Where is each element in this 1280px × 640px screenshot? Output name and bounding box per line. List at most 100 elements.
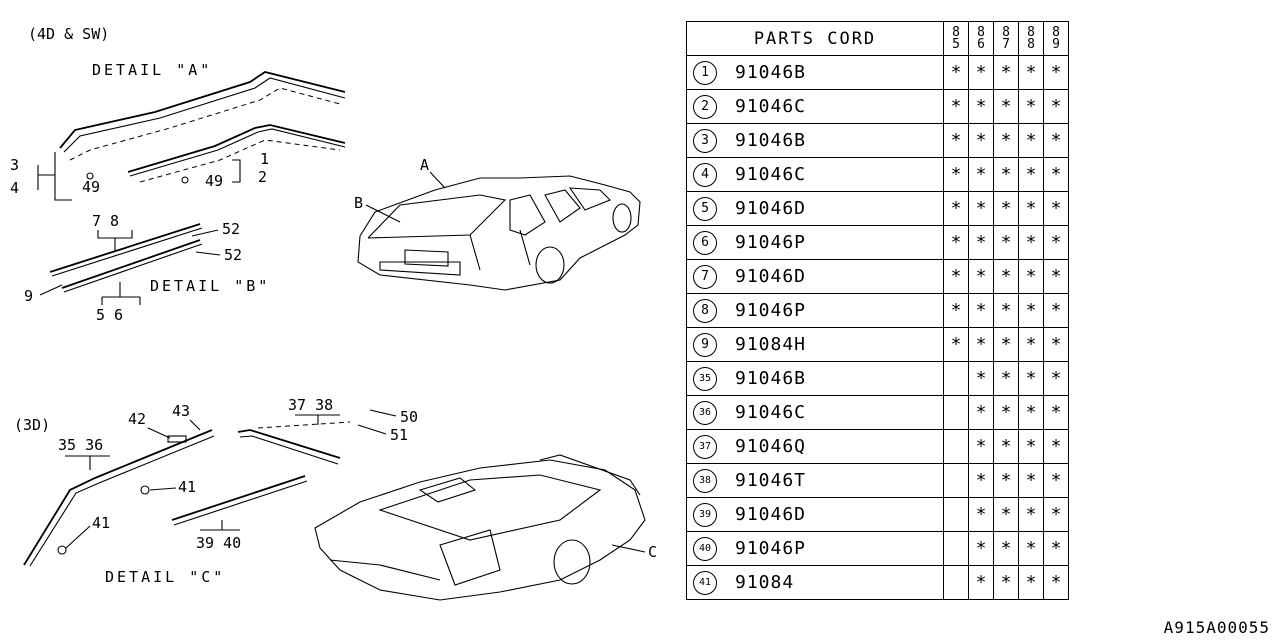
applicability-mark-cell: * (1018, 157, 1044, 192)
applicability-mark-cell: * (993, 89, 1019, 124)
applicability-mark-cell: * (1043, 259, 1069, 294)
bracket-1-2 (232, 159, 241, 183)
applicability-mark-cell: * (993, 565, 1019, 600)
applicability-mark-cell: * (1043, 361, 1069, 396)
applicability-mark-cell: * (1043, 191, 1069, 226)
callout-9: 9 (24, 287, 33, 305)
ref-number-cell: 8 (686, 293, 723, 328)
ref-number-cell: 6 (686, 225, 723, 260)
leader-C (611, 544, 646, 553)
leader-9 (39, 284, 63, 296)
applicability-mark-cell: * (1018, 327, 1044, 362)
applicability-mark-cell: * (968, 225, 994, 260)
applicability-mark-cell: * (943, 157, 969, 192)
part-42 (167, 435, 187, 443)
applicability-mark-cell: * (943, 259, 969, 294)
applicability-mark-cell: * (968, 123, 994, 158)
leader-41b (65, 525, 91, 549)
detail-c-upper-molding (237, 421, 351, 465)
callout-39-40: 39 40 (196, 534, 241, 552)
applicability-mark-cell: * (968, 55, 994, 90)
applicability-mark-cell: * (1018, 123, 1044, 158)
applicability-mark-cell: * (1018, 565, 1044, 600)
applicability-mark-cell: * (1018, 89, 1044, 124)
circled-ref-number: 36 (693, 401, 717, 425)
applicability-mark-cell: * (993, 497, 1019, 532)
applicability-mark-cell: * (1043, 531, 1069, 566)
callout-7-8: 7 8 (92, 212, 119, 230)
part-code-cell: 91084 (723, 565, 944, 600)
applicability-mark-cell: * (993, 463, 1019, 498)
part-code-cell: 91046B (723, 123, 944, 158)
circled-ref-number: 2 (693, 94, 717, 119)
applicability-mark-cell: * (943, 225, 969, 260)
callout-49a: 49 (82, 178, 100, 196)
part-code-cell: 91046C (723, 395, 944, 430)
applicability-mark-cell: * (968, 191, 994, 226)
circled-ref-number: 4 (693, 162, 717, 187)
applicability-mark-cell (943, 395, 969, 430)
callout-37-38: 37 38 (288, 396, 333, 414)
ref-number-cell: 41 (686, 565, 723, 600)
detail-c-lower-molding (171, 475, 308, 526)
part-code-cell: 91046B (723, 55, 944, 90)
applicability-mark-cell: * (1043, 157, 1069, 192)
applicability-mark-cell: * (993, 293, 1019, 328)
part-code-cell: 91046D (723, 497, 944, 532)
leader-B (365, 204, 401, 223)
applicability-mark-cell: * (1043, 55, 1069, 90)
leader-52 (191, 229, 221, 256)
applicability-mark-cell: * (1018, 497, 1044, 532)
applicability-mark-cell: * (943, 327, 969, 362)
applicability-mark-cell: * (1043, 327, 1069, 362)
applicability-mark-cell: * (943, 89, 969, 124)
applicability-mark-cell: * (1018, 225, 1044, 260)
applicability-mark-cell: * (968, 531, 994, 566)
leader-42-43 (147, 419, 201, 439)
label-4d-sw: (4D & SW) (28, 25, 109, 43)
applicability-mark-cell: * (993, 259, 1019, 294)
applicability-mark-cell: * (1043, 225, 1069, 260)
applicability-mark-cell: * (968, 497, 994, 532)
applicability-mark-cell (943, 463, 969, 498)
ref-number-cell: 39 (686, 497, 723, 532)
applicability-mark-cell: * (943, 191, 969, 226)
applicability-mark-cell (943, 361, 969, 396)
applicability-mark-cell: * (1018, 463, 1044, 498)
ref-number-cell: 36 (686, 395, 723, 430)
ref-number-cell: 7 (686, 259, 723, 294)
circled-ref-number: 38 (693, 469, 717, 493)
detail-a-molding-upper (59, 71, 346, 161)
applicability-mark-cell: * (1043, 463, 1069, 498)
clip-49a (86, 172, 94, 180)
applicability-mark-cell: * (1018, 191, 1044, 226)
applicability-mark-cell: * (968, 395, 994, 430)
catalog-number: A915A00055 (1163, 618, 1270, 637)
applicability-mark-cell: * (968, 429, 994, 464)
ref-number-cell: 5 (686, 191, 723, 226)
callout-3: 3 (10, 156, 19, 174)
callout-52b: 52 (224, 246, 242, 264)
ref-number-cell: 1 (686, 55, 723, 90)
detail-a-title: DETAIL "A" (92, 61, 212, 79)
circled-ref-number: 41 (693, 571, 717, 595)
applicability-mark-cell: * (993, 123, 1019, 158)
callout-B: B (354, 194, 363, 212)
callout-51: 51 (390, 426, 408, 444)
circled-ref-number: 7 (693, 264, 717, 289)
leader-50-51 (357, 409, 397, 435)
applicability-mark-cell: * (1018, 531, 1044, 566)
applicability-mark-cell: * (1018, 55, 1044, 90)
ref-number-cell: 2 (686, 89, 723, 124)
detail-b-molding (49, 223, 203, 293)
